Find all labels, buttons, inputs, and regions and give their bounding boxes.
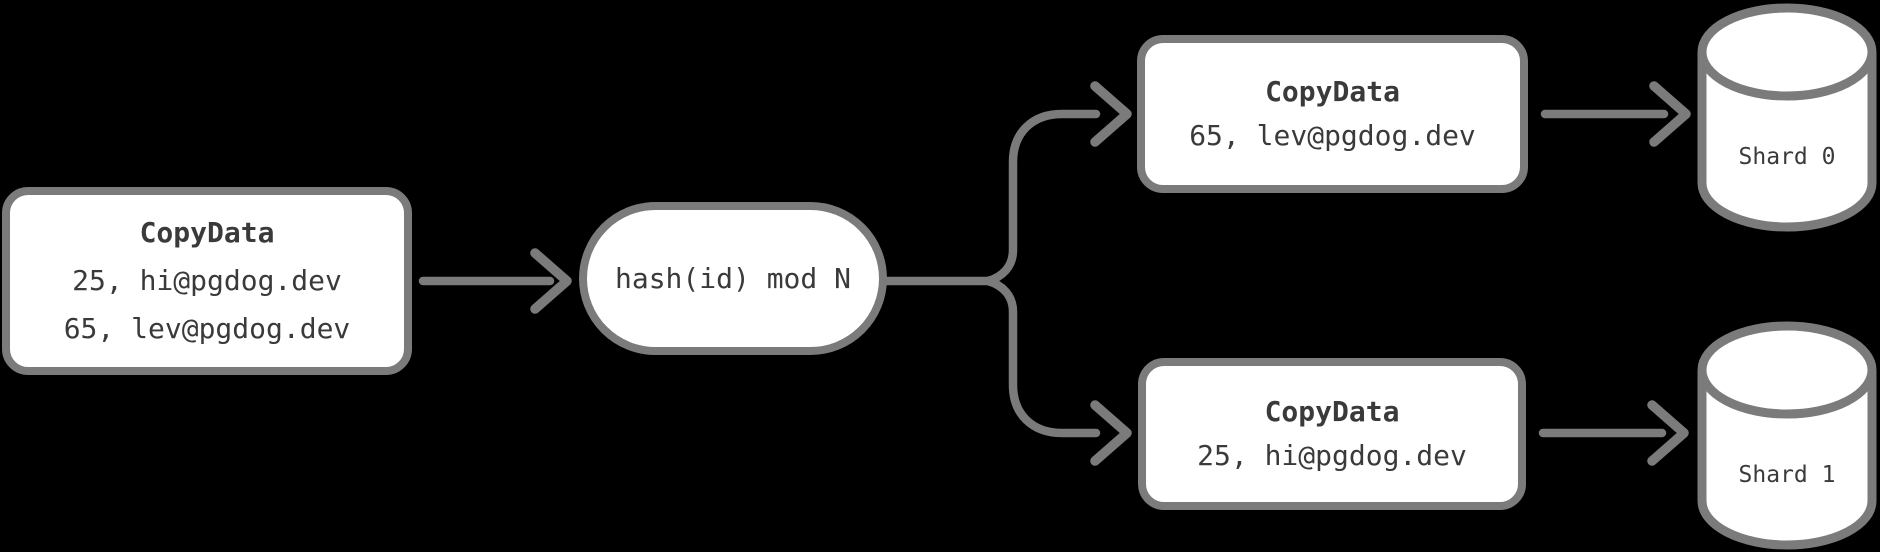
hash-router-label: hash(id) mod N	[614, 261, 851, 295]
shard0-label: Shard 0	[1738, 144, 1836, 170]
shard1-copydata-row: 25, hi@pgdog.dev	[1197, 439, 1467, 472]
arrow-fork-to-shard1-message	[983, 276, 1132, 466]
shard0-copydata-row: 65, lev@pgdog.dev	[1189, 119, 1476, 152]
arrow-fork-to-shard0-message	[983, 81, 1132, 286]
source-copydata-title: CopyData	[139, 216, 275, 249]
database-cylinder-icon	[1697, 3, 1877, 232]
node-source-copydata: CopyData 25, hi@pgdog.dev 65, lev@pgdog.…	[2, 187, 412, 375]
arrow-shard1-message-to-db	[1538, 400, 1689, 466]
database-cylinder-icon	[1697, 321, 1877, 550]
node-shard0-copydata: CopyData 65, lev@pgdog.dev	[1137, 35, 1528, 193]
node-shard1-copydata: CopyData 25, hi@pgdog.dev	[1138, 358, 1526, 510]
shard0-database: Shard 0	[1697, 2, 1877, 232]
shard0-copydata-title: CopyData	[1265, 75, 1400, 108]
arrow-shard0-message-to-db	[1540, 81, 1691, 147]
shard1-label: Shard 1	[1738, 462, 1836, 488]
source-copydata-row-65: 65, lev@pgdog.dev	[63, 312, 351, 345]
shard1-database: Shard 1	[1697, 320, 1877, 550]
source-copydata-row-25: 25, hi@pgdog.dev	[72, 264, 342, 297]
arrow-source-to-hash	[418, 248, 572, 314]
shard1-copydata-title: CopyData	[1264, 395, 1400, 428]
node-hash-router: hash(id) mod N	[579, 202, 887, 355]
